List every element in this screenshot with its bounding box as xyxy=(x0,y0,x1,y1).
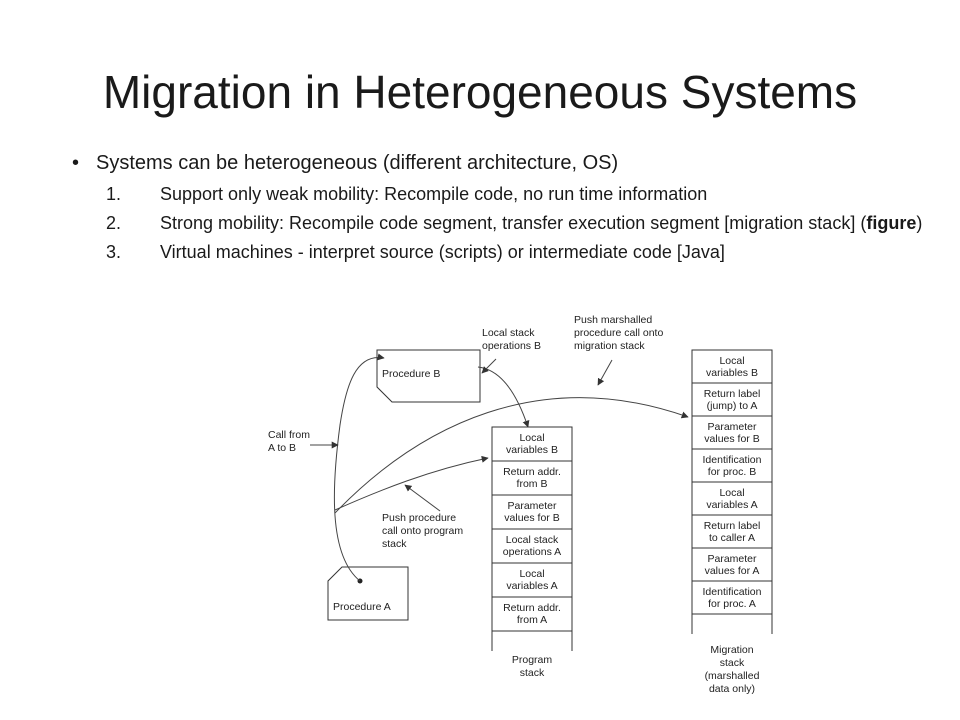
stack-cell-text: from B xyxy=(517,478,548,490)
stack-label-line: (marshalled xyxy=(705,670,760,682)
local-stack-ops-pointer xyxy=(481,358,497,374)
stack-cell-text: to caller A xyxy=(709,532,755,544)
stack-cell-text: values for B xyxy=(704,433,759,445)
stack-cell-text: variables B xyxy=(506,444,558,456)
stack-cell-text: Identification xyxy=(703,586,762,598)
stack-cell xyxy=(691,580,773,615)
note-line: call onto program xyxy=(382,525,463,537)
migration-stack-label: Migration stack (marshalled data only) xyxy=(705,644,760,695)
sub-item-text: Support only weak mobility: Recompile co… xyxy=(160,184,708,204)
stack-cell-text: Local xyxy=(519,568,544,580)
stack-cell-text: variables A xyxy=(506,580,557,592)
bullet-text: Systems can be heterogeneous (different … xyxy=(96,152,619,174)
procedure-a-label: Procedure A xyxy=(333,601,391,613)
push-procedure-note: Push procedure call onto program stack xyxy=(382,512,463,550)
stack-cell-text: operations A xyxy=(503,546,561,558)
procedure-b-box xyxy=(376,349,481,403)
sub-item-text: Strong mobility: Recompile code segment,… xyxy=(160,213,867,233)
note-line: Call from xyxy=(268,429,310,441)
note-line: Local stack xyxy=(482,327,535,339)
push-marshalled-note: Push marshalled procedure call onto migr… xyxy=(574,314,663,352)
stack-cell-text: for proc. A xyxy=(708,598,756,610)
stack-cell-text: (jump) to A xyxy=(707,400,758,412)
stack-label-line: Program xyxy=(512,654,553,666)
stack-cell-text: variables B xyxy=(706,367,758,379)
note-line: Push procedure xyxy=(382,512,456,524)
local-stack-ops-curve xyxy=(477,366,530,428)
push-procedure-pointer xyxy=(404,484,441,512)
migration-figure-svg: Procedure B Procedure A Local stack oper… xyxy=(268,314,773,695)
stack-cell-text: Parameter xyxy=(707,421,757,433)
stack-label-line: stack xyxy=(520,667,545,679)
stack-cell xyxy=(691,349,773,384)
note-line: procedure call onto xyxy=(574,327,663,339)
stack-cell xyxy=(491,528,573,564)
stack-cell xyxy=(491,562,573,598)
migration-figure: Procedure B Procedure A Local stack oper… xyxy=(260,305,780,715)
sub-item-text: Virtual machines - interpret source (scr… xyxy=(160,242,725,262)
stack-cell-text: Local xyxy=(519,432,544,444)
stack-cell xyxy=(691,415,773,450)
stack-cell-text: Return addr. xyxy=(503,602,561,614)
stack-label-line: stack xyxy=(720,657,745,669)
sub-item-text-end: ) xyxy=(916,213,923,233)
stack-cell-text: Identification xyxy=(703,454,762,466)
figure-emphasis: figure xyxy=(866,213,917,233)
stack-cell-text: Return addr. xyxy=(503,466,561,478)
stack-cell-text: values for A xyxy=(705,565,760,577)
stack-cell-text: Local stack xyxy=(506,534,559,546)
call-curve xyxy=(333,353,385,582)
stack-cell-text: Parameter xyxy=(707,553,757,565)
stack-cell xyxy=(491,426,573,462)
stack-cell xyxy=(491,460,573,496)
stack-cell-text: variables A xyxy=(706,499,757,511)
procedure-b-label: Procedure B xyxy=(382,368,440,380)
stack-label-line: data only) xyxy=(709,683,755,695)
stack-cell-text: Return label xyxy=(704,520,761,532)
note-line: stack xyxy=(382,538,407,550)
bullet-list: • Systems can be heterogeneous (differen… xyxy=(72,150,932,271)
sub-item-2: 2. Strong mobility: Recompile code segme… xyxy=(72,213,932,234)
stack-cell xyxy=(491,596,573,632)
procedure-a-box xyxy=(327,566,409,621)
stack-label-line: Migration xyxy=(710,644,753,656)
call-from-note: Call from A to B xyxy=(268,429,310,454)
stack-cell xyxy=(491,494,573,530)
note-line: Push marshalled xyxy=(574,314,652,326)
bullet-item: • Systems can be heterogeneous (differen… xyxy=(72,150,932,176)
program-stack-label: Program stack xyxy=(512,654,553,679)
sub-item-number: 3. xyxy=(106,242,122,262)
push-migration-curve xyxy=(334,397,689,514)
note-line: operations B xyxy=(482,340,541,352)
sub-item-number: 1. xyxy=(106,184,122,204)
stack-cell-text: Parameter xyxy=(507,500,557,512)
slide-title: Migration in Heterogeneous Systems xyxy=(102,66,858,118)
sub-item-1: 1. Support only weak mobility: Recompile… xyxy=(72,184,932,205)
push-marshalled-pointer xyxy=(597,359,613,386)
stack-cell-text: values for B xyxy=(504,512,559,524)
stack-cell-text: Local xyxy=(719,355,744,367)
push-program-curve xyxy=(334,455,489,511)
stack-cell-text: Return label xyxy=(704,388,761,400)
stack-cell xyxy=(691,547,773,582)
sub-item-number: 2. xyxy=(106,213,122,233)
sub-item-3: 3. Virtual machines - interpret source (… xyxy=(72,242,932,263)
stack-cell xyxy=(691,382,773,417)
stack-cell-text: from A xyxy=(517,614,547,626)
note-line: A to B xyxy=(268,442,296,454)
bullet-dot-icon: • xyxy=(72,152,80,174)
stack-cell-text: for proc. B xyxy=(708,466,756,478)
local-stack-ops-b-note: Local stack operations B xyxy=(482,327,541,352)
stack-cell-text: Local xyxy=(719,487,744,499)
stack-cell xyxy=(691,481,773,516)
note-line: migration stack xyxy=(574,340,645,352)
